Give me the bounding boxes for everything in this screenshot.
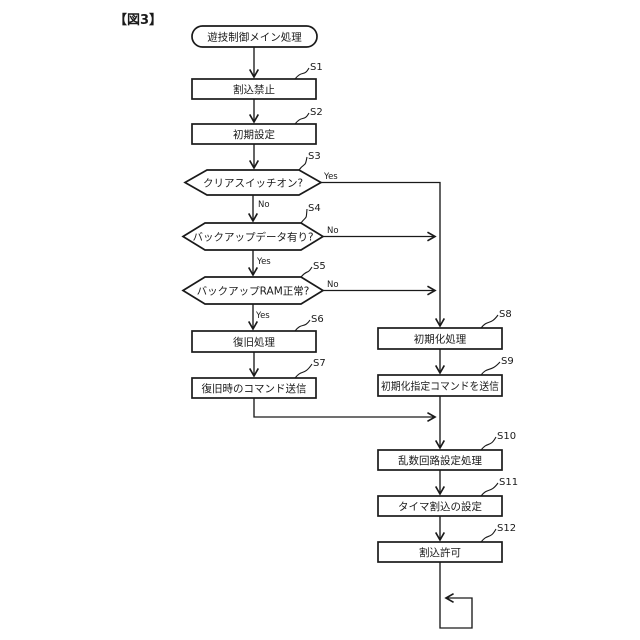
step-s2-id: S2	[310, 107, 323, 118]
connector-main-loop	[439, 562, 473, 629]
step-s8-id: S8	[499, 309, 512, 320]
start-terminal-label: 遊技制御メイン処理	[207, 31, 302, 44]
step-s11: タイマ割込の設定 S11	[377, 477, 518, 517]
leader-s3	[298, 156, 308, 171]
leader-s4	[300, 208, 308, 224]
step-s5-label: バックアップRAM正常?	[197, 285, 310, 298]
leader-s6	[294, 319, 311, 332]
start-terminal: 遊技制御メイン処理	[191, 25, 318, 48]
step-s12-box	[377, 541, 503, 563]
step-s3-id: S3	[308, 151, 321, 162]
leader-s2	[294, 112, 310, 125]
step-s1-id: S1	[310, 62, 323, 73]
leader-s1	[294, 67, 310, 80]
leader-s11	[480, 482, 499, 497]
step-s7-box	[191, 377, 317, 399]
edge-label-s3-no: No	[258, 200, 270, 210]
step-s9-box	[377, 374, 503, 397]
step-s10-id: S10	[497, 431, 516, 442]
step-s8-box	[377, 327, 503, 350]
step-s5: バックアップRAM正常? S5 No Yes	[181, 261, 339, 321]
step-s6-label: 復旧処理	[233, 336, 275, 349]
step-s4-id: S4	[308, 203, 321, 214]
step-s3: クリアスイッチオン? S3 Yes No	[183, 151, 338, 210]
connector-s3-yes-to-s8	[321, 181, 446, 328]
step-s6-id: S6	[311, 314, 324, 325]
leader-s10	[480, 436, 497, 451]
step-s2: 初期設定 S2	[191, 107, 323, 145]
edge-label-s5-yes: Yes	[255, 311, 270, 321]
step-s8: 初期化処理 S8	[377, 309, 512, 350]
step-s3-label: クリアスイッチオン?	[203, 178, 303, 190]
step-s4-label: バックアップデータ有り?	[192, 231, 313, 244]
step-s12-label: 割込許可	[419, 546, 461, 559]
step-s11-id: S11	[499, 477, 518, 488]
leader-s7	[294, 363, 313, 379]
step-s1-box	[191, 78, 317, 100]
step-s10: 乱数回路設定処理 S10	[377, 431, 516, 471]
edge-label-s5-no: No	[327, 280, 339, 290]
step-s1: 割込禁止 S1	[191, 62, 323, 100]
step-s5-hexagon	[181, 276, 325, 305]
step-s6: 復旧処理 S6	[191, 314, 324, 353]
step-s9: 初期化指定コマンドを送信 S9	[377, 356, 514, 397]
figure-label: 【図3】	[114, 12, 162, 28]
leader-s5	[300, 266, 313, 278]
step-s11-box	[377, 495, 503, 517]
step-s7-id: S7	[313, 358, 326, 369]
step-s2-label: 初期設定	[233, 128, 275, 141]
connector-s7-to-merge	[253, 398, 437, 423]
edge-label-s4-yes: Yes	[256, 257, 271, 267]
step-s4: バックアップデータ有り? S4 No Yes	[181, 203, 339, 267]
step-s6-box	[191, 330, 317, 353]
step-s7: 復旧時のコマンド送信 S7	[191, 358, 326, 399]
edge-label-s4-no: No	[327, 226, 339, 236]
step-s12-id: S12	[497, 523, 516, 534]
step-s12: 割込許可 S12	[377, 523, 516, 563]
step-s5-id: S5	[313, 261, 326, 272]
leader-s8	[480, 314, 499, 329]
leader-s9	[480, 361, 501, 376]
edge-label-s3-yes: Yes	[323, 172, 338, 182]
step-s11-label: タイマ割込の設定	[398, 500, 482, 513]
step-s10-label: 乱数回路設定処理	[398, 454, 482, 467]
step-s4-hexagon	[181, 222, 325, 251]
step-s3-hexagon	[183, 169, 323, 196]
step-s2-box	[191, 123, 317, 145]
step-s9-id: S9	[501, 356, 514, 367]
step-s1-label: 割込禁止	[233, 83, 275, 96]
step-s9-label: 初期化指定コマンドを送信	[381, 380, 499, 393]
start-terminal-shape	[191, 25, 318, 48]
step-s7-label: 復旧時のコマンド送信	[202, 382, 307, 395]
leader-s12	[480, 528, 497, 543]
step-s10-box	[377, 449, 503, 471]
step-s8-label: 初期化処理	[414, 333, 467, 346]
